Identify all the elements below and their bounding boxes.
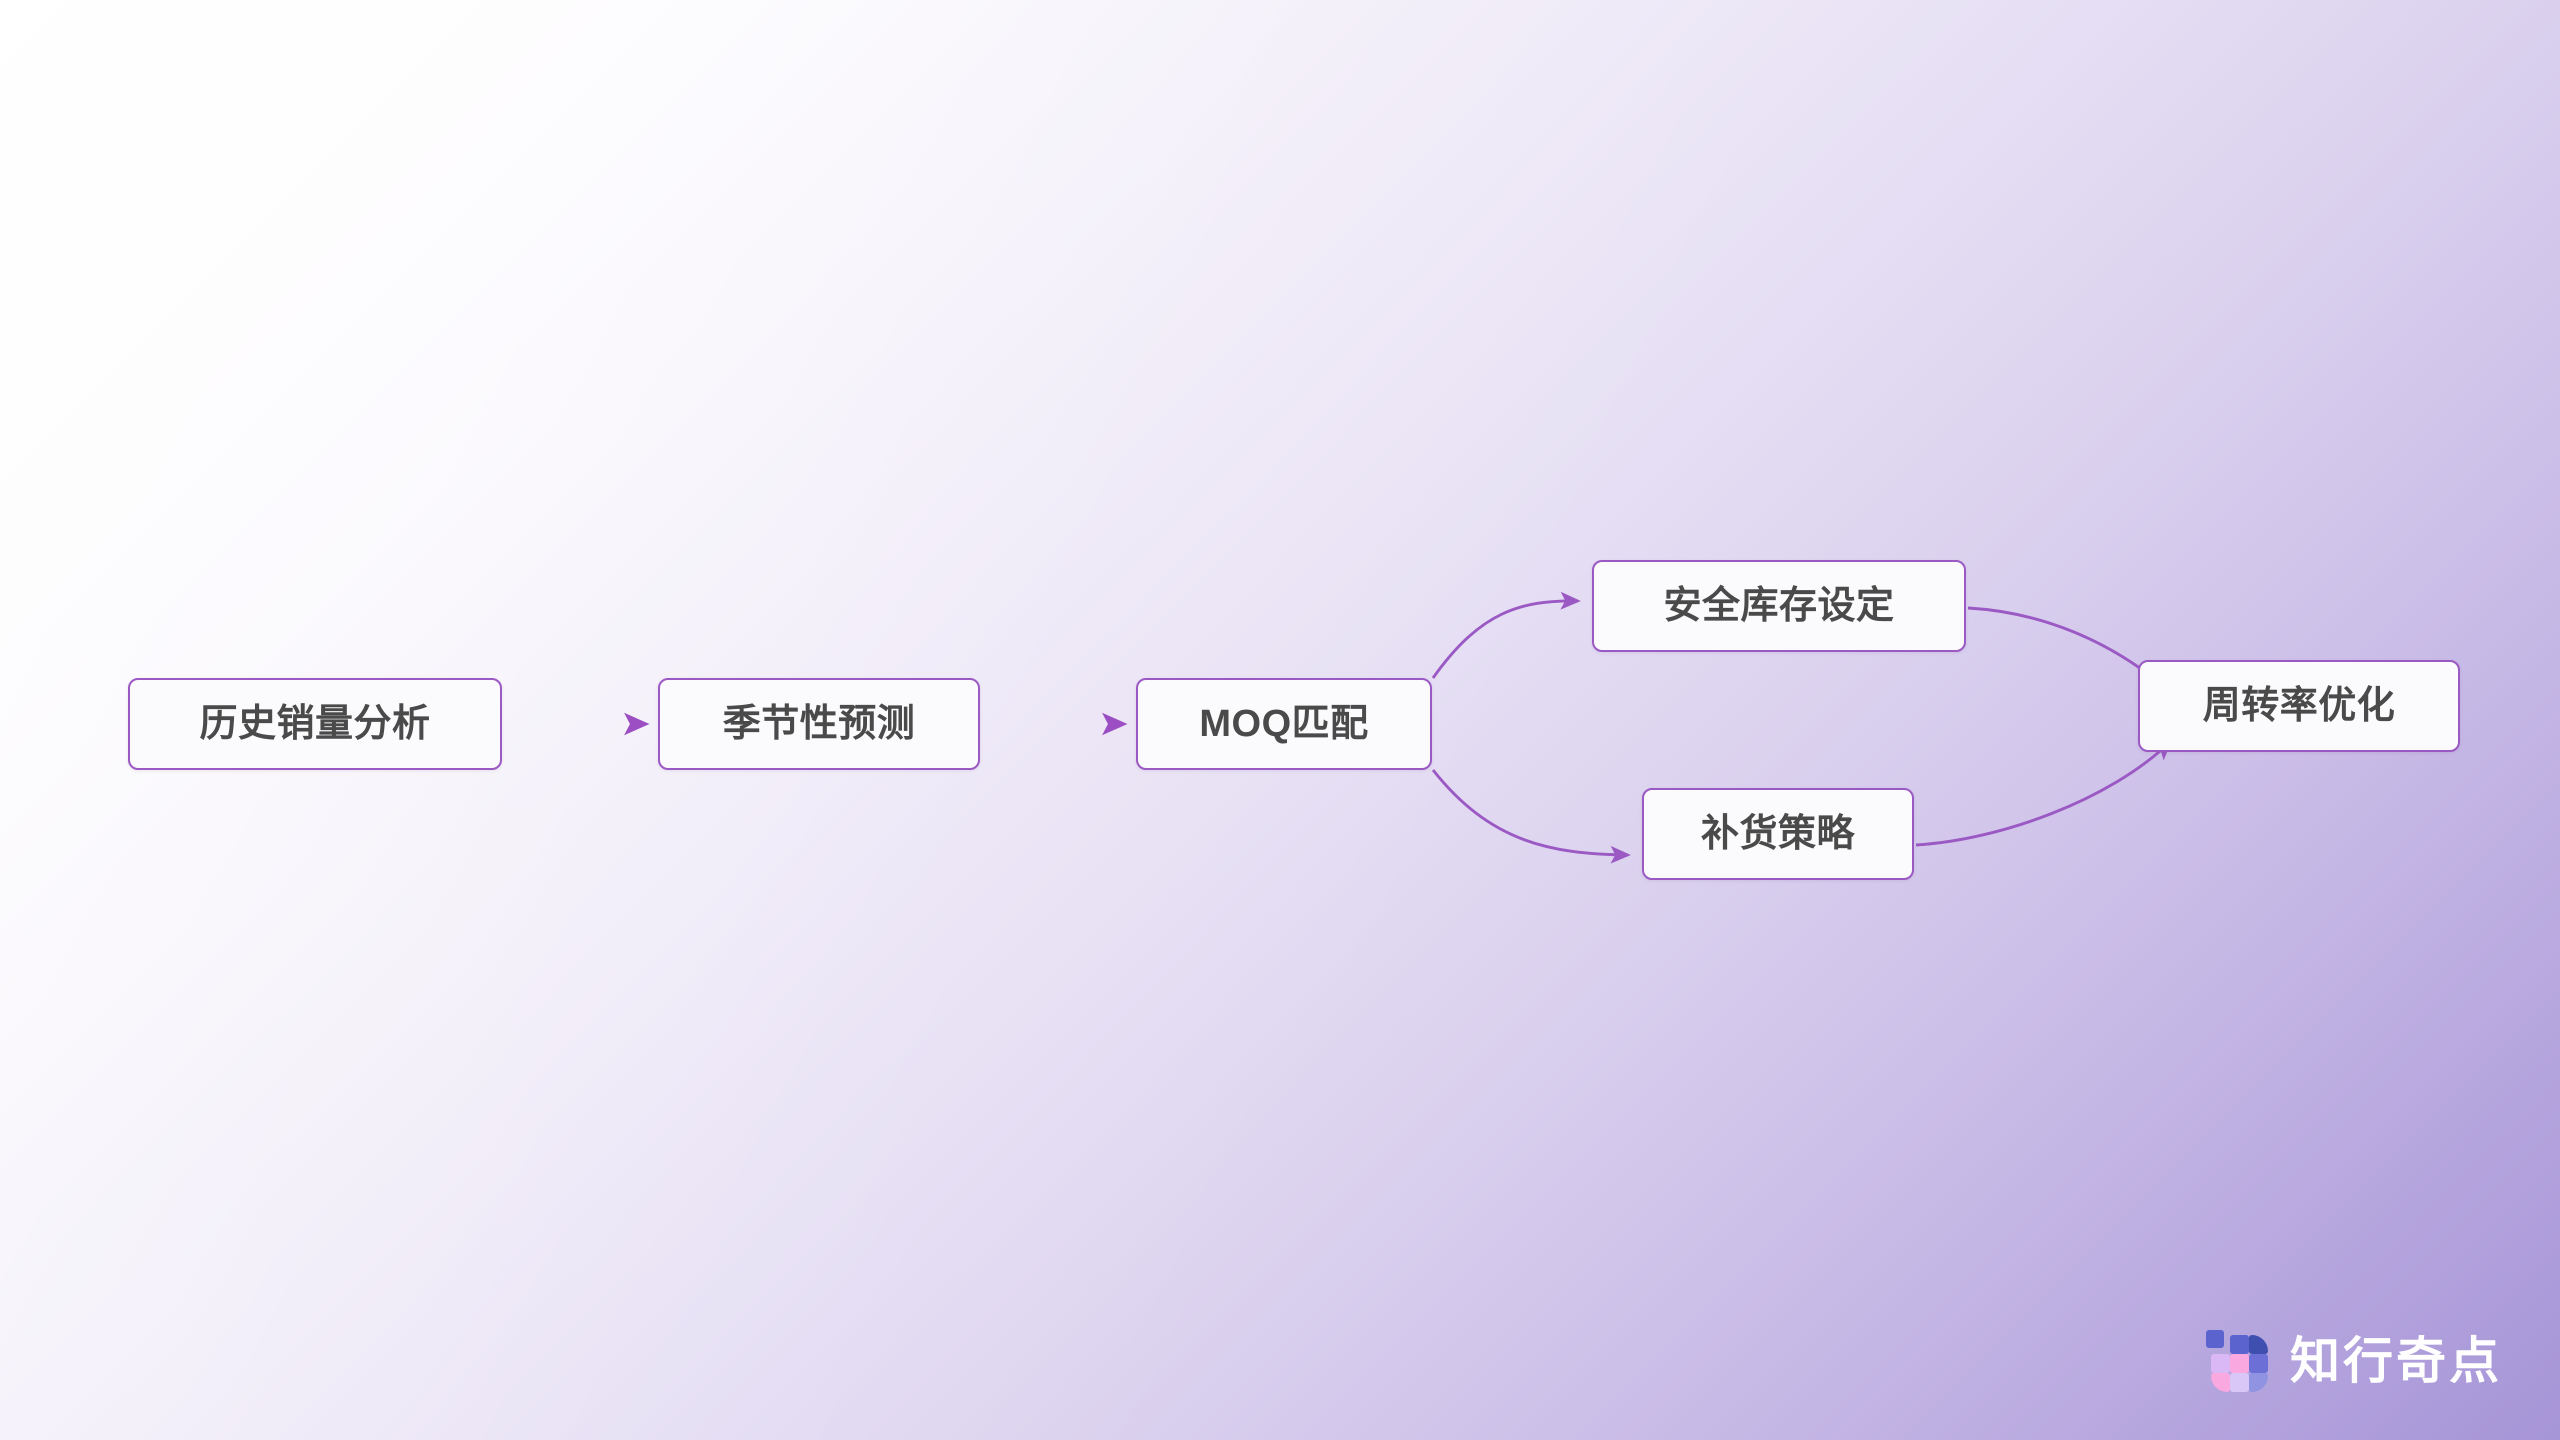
- edge-moq-to-safety-stock: [1431, 591, 1581, 679]
- logo-square-mid-mid: [2230, 1354, 2249, 1373]
- logo-square-top-right: [2249, 1335, 2268, 1354]
- node-label: 安全库存设定: [1663, 585, 1895, 627]
- node-label: 补货策略: [1700, 813, 1855, 855]
- node-history-sales-analysis[interactable]: 历史销量分析: [128, 678, 502, 770]
- node-label: MOQ匹配: [1199, 703, 1369, 745]
- logo-square-mid-right: [2249, 1354, 2268, 1373]
- node-label: 历史销量分析: [199, 703, 431, 745]
- node-replenishment-strategy[interactable]: 补货策略: [1642, 788, 1914, 880]
- brand-name: 知行奇点: [2290, 1333, 2502, 1389]
- watermark: 知行奇点: [2206, 1330, 2502, 1392]
- logo-square-mid-left: [2211, 1354, 2230, 1373]
- brand-logo-icon: [2206, 1330, 2268, 1392]
- node-label: 周转率优化: [2202, 685, 2396, 727]
- logo-square-bot-left: [2211, 1373, 2230, 1392]
- node-moq-matching[interactable]: MOQ匹配: [1136, 678, 1432, 770]
- edge-replenishment-to-turnover: [1915, 740, 2173, 847]
- node-label: 季节性预测: [722, 703, 916, 745]
- node-turnover-optimization[interactable]: 周转率优化: [2138, 660, 2460, 752]
- edge-moq-to-replenishment: [1431, 769, 1631, 864]
- logo-square-detached: [2206, 1330, 2224, 1348]
- logo-square-top-mid: [2230, 1335, 2249, 1354]
- logo-square-bot-mid: [2230, 1373, 2249, 1392]
- logo-square-bot-right: [2249, 1373, 2268, 1392]
- node-safety-stock-setting[interactable]: 安全库存设定: [1592, 560, 1966, 652]
- node-seasonal-forecast[interactable]: 季节性预测: [658, 678, 980, 770]
